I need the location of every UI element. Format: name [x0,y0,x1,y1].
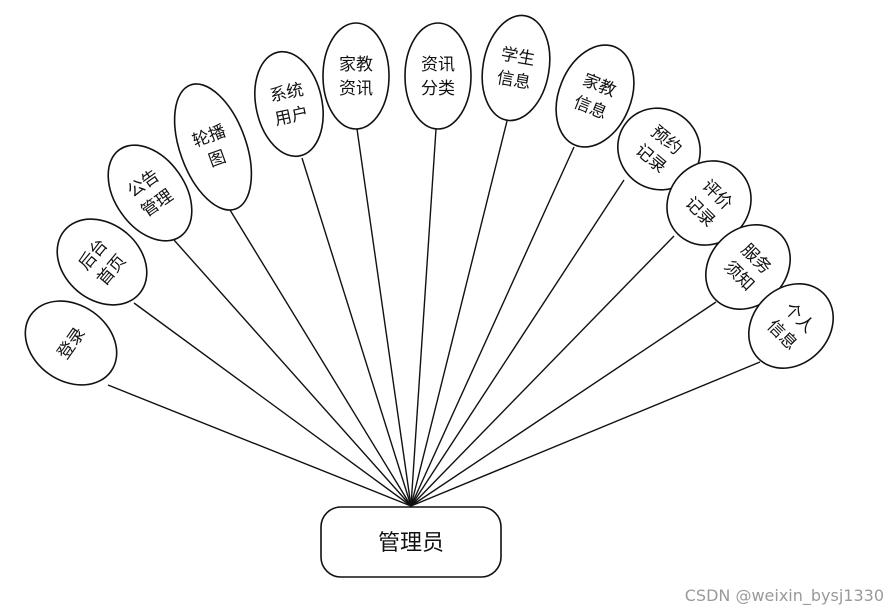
node-ellipse [748,283,834,369]
node-label: 分类 [421,79,455,99]
node-ellipse [322,22,390,130]
node-ellipse [404,22,472,130]
node-login: 登录 [24,300,118,386]
edge-service [410,301,717,507]
edge-carousel [229,209,412,507]
node-carousel: 轮播图 [173,83,253,211]
edge-sys-user [301,157,412,507]
edge-notice [173,239,412,507]
edges [107,120,761,507]
edge-home [133,302,412,507]
node-label: 资讯 [339,79,373,99]
node-ellipse [107,144,193,242]
edge-news-cat [410,128,437,507]
node-ellipse [24,300,118,386]
root-entity: 管理员 [320,506,502,578]
watermark-text: CSDN @weixin_bysj1330 [684,586,884,605]
node-ellipse [254,50,324,158]
edge-tutor-news [356,128,412,507]
node-ellipse [56,218,148,306]
edge-booking [410,179,625,507]
edge-tutor-info [410,146,575,507]
edge-review [410,235,675,507]
node-label: 家教 [339,55,373,75]
node-ellipse [173,83,253,211]
attribute-nodes: 登录后台首页公告管理轮播图系统用户家教资讯资讯分类学生信息家教信息预约记录评价记… [24,14,834,386]
node-label: 资讯 [421,55,455,75]
node-label: 图 [206,147,229,172]
edge-student [410,120,508,507]
edge-personal [410,361,761,507]
root-box [320,506,502,578]
node-ellipse [481,14,551,122]
edge-login [107,384,412,507]
node-ellipse [555,44,635,148]
root-label: 管理员 [378,531,444,556]
